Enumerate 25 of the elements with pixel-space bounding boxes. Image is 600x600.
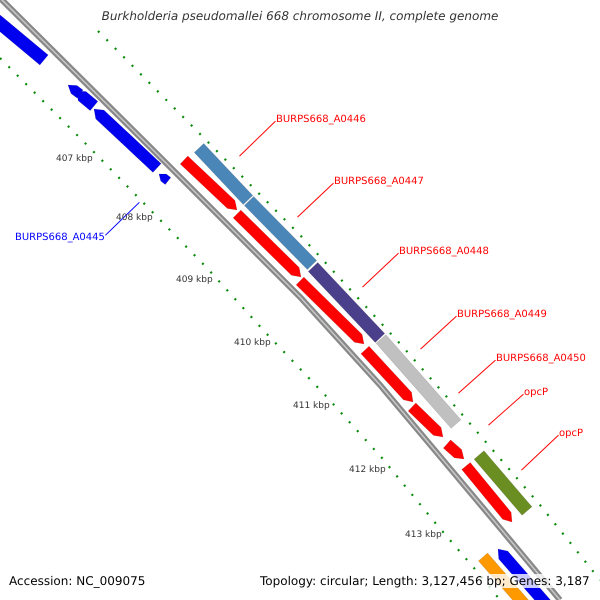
gene-label: opcP [524, 387, 548, 398]
leader-line [104, 202, 140, 236]
gene-label: opcP [559, 428, 583, 439]
gene-label: BURPS668_A0448 [399, 246, 489, 257]
tick-label: 409 kbp [176, 275, 213, 285]
leader-line [420, 316, 457, 350]
tick-label: 407 kbp [56, 154, 93, 164]
leader-line [362, 252, 399, 288]
accession-text: Accession: NC_009075 [9, 574, 146, 588]
map-title: Burkholderia pseudomallei 668 chromosome II, complete genome [100, 9, 500, 23]
tick-label: 410 kbp [234, 338, 271, 348]
leader-line [239, 120, 276, 157]
gene-label: BURPS668_A0445 [15, 232, 105, 243]
gene-label: BURPS668_A0450 [496, 353, 586, 364]
leader-line [488, 394, 524, 426]
gene-label: BURPS668_A0447 [334, 176, 424, 187]
leader-line [297, 182, 334, 218]
tick-label: 412 kbp [349, 465, 386, 475]
genome-info-text: Topology: circular; Length: 3,127,456 bp; Genes: 3,187 [260, 574, 590, 588]
leader-line [458, 360, 496, 394]
tick-label: 413 kbp [405, 530, 442, 540]
leader-line [521, 434, 559, 471]
gene-label: BURPS668_A0446 [276, 114, 366, 125]
tick-label: 411 kbp [293, 401, 330, 411]
gene-label: BURPS668_A0449 [457, 309, 547, 320]
